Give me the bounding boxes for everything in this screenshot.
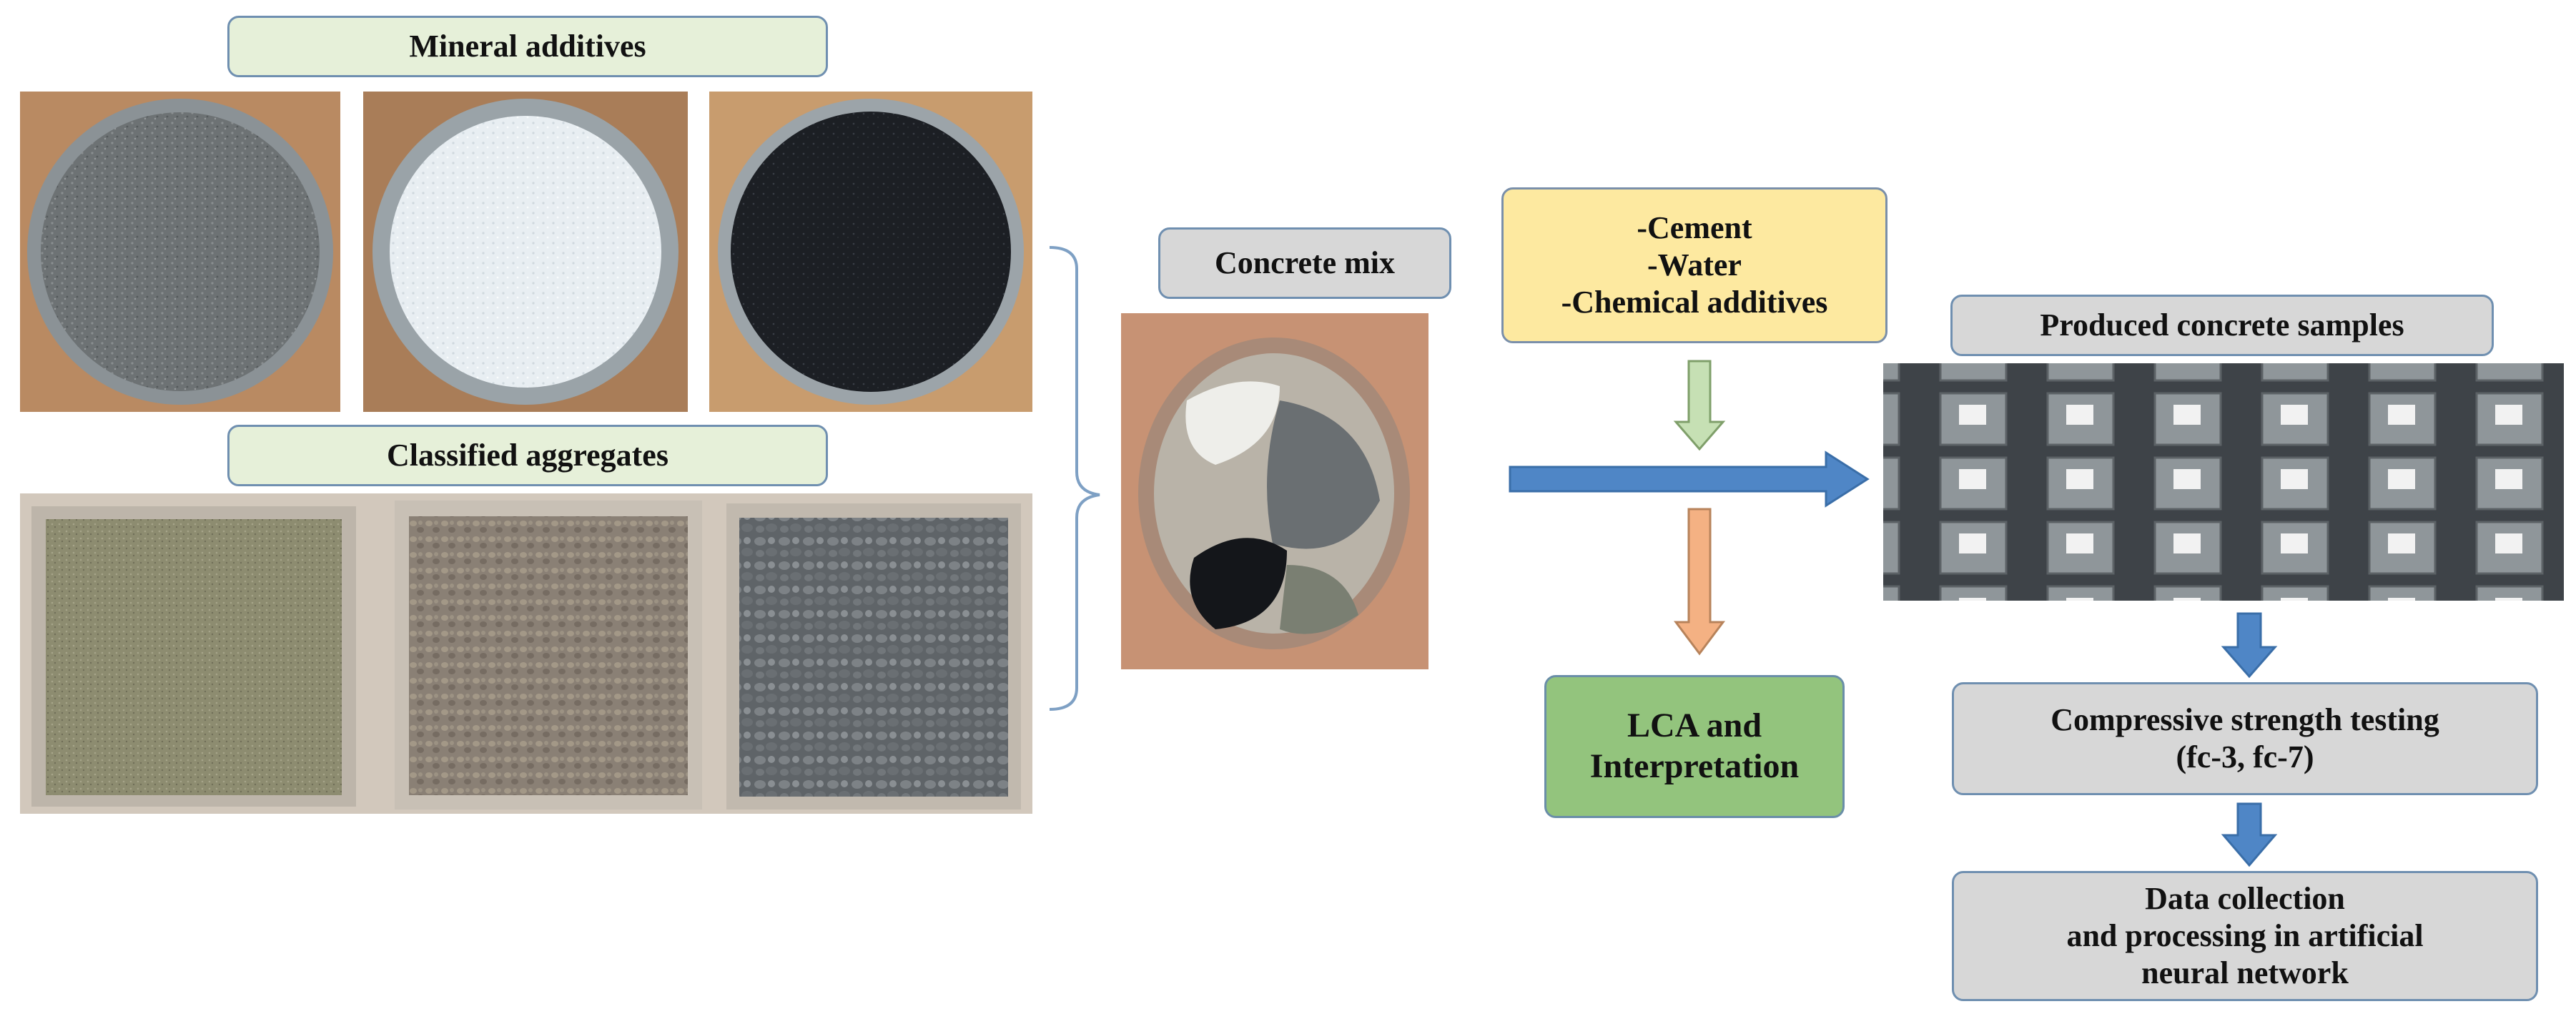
- samples-to-testing-arrow: [2221, 612, 2278, 679]
- testing-line-2: (fc-3, fc-7): [2176, 739, 2314, 774]
- mineral-additives-label: Mineral additives: [227, 16, 828, 77]
- data-line-1: Data collection: [2145, 881, 2345, 917]
- data-processing-box: Data collection and processing in artifi…: [1952, 871, 2538, 1001]
- lca-down-arrow: [1674, 508, 1725, 656]
- classified-aggregates-label: Classified aggregates: [227, 425, 828, 486]
- input-water: -Water: [1647, 247, 1742, 283]
- concrete-mix-text: Concrete mix: [1214, 245, 1396, 281]
- testing-box: Compressive strength testing (fc-3, fc-7…: [1952, 682, 2538, 795]
- mineral-additive-photo-1: [20, 92, 340, 412]
- lca-box: LCA and Interpretation: [1544, 675, 1845, 818]
- classified-aggregates-text: Classified aggregates: [387, 438, 668, 473]
- testing-line-1: Compressive strength testing: [2051, 702, 2439, 738]
- inputs-box: -Cement -Water -Chemical additives: [1501, 187, 1887, 343]
- lca-line-2: Interpretation: [1589, 747, 1800, 785]
- lca-line-1: LCA and: [1627, 707, 1762, 745]
- input-chemical-additives: -Chemical additives: [1561, 284, 1828, 320]
- mineral-additives-text: Mineral additives: [409, 29, 646, 64]
- mineral-additive-photo-2: [363, 92, 688, 412]
- mineral-additive-photo-3: [709, 92, 1032, 412]
- data-line-3: neural network: [2141, 955, 2349, 990]
- concrete-mix-photo: [1121, 313, 1428, 669]
- aggregates-photo: [20, 493, 1032, 814]
- data-line-2: and processing in artificial: [2066, 918, 2424, 954]
- concrete-mix-label: Concrete mix: [1158, 227, 1451, 299]
- produced-samples-text: Produced concrete samples: [2040, 307, 2404, 343]
- grouping-bracket: [1049, 246, 1100, 711]
- inputs-down-arrow: [1673, 360, 1726, 451]
- produced-samples-photo: [1883, 363, 2564, 601]
- input-cement: -Cement: [1637, 210, 1752, 246]
- produced-samples-label: Produced concrete samples: [1950, 295, 2494, 356]
- main-flow-arrow: [1509, 451, 1870, 508]
- testing-to-data-arrow: [2221, 802, 2278, 867]
